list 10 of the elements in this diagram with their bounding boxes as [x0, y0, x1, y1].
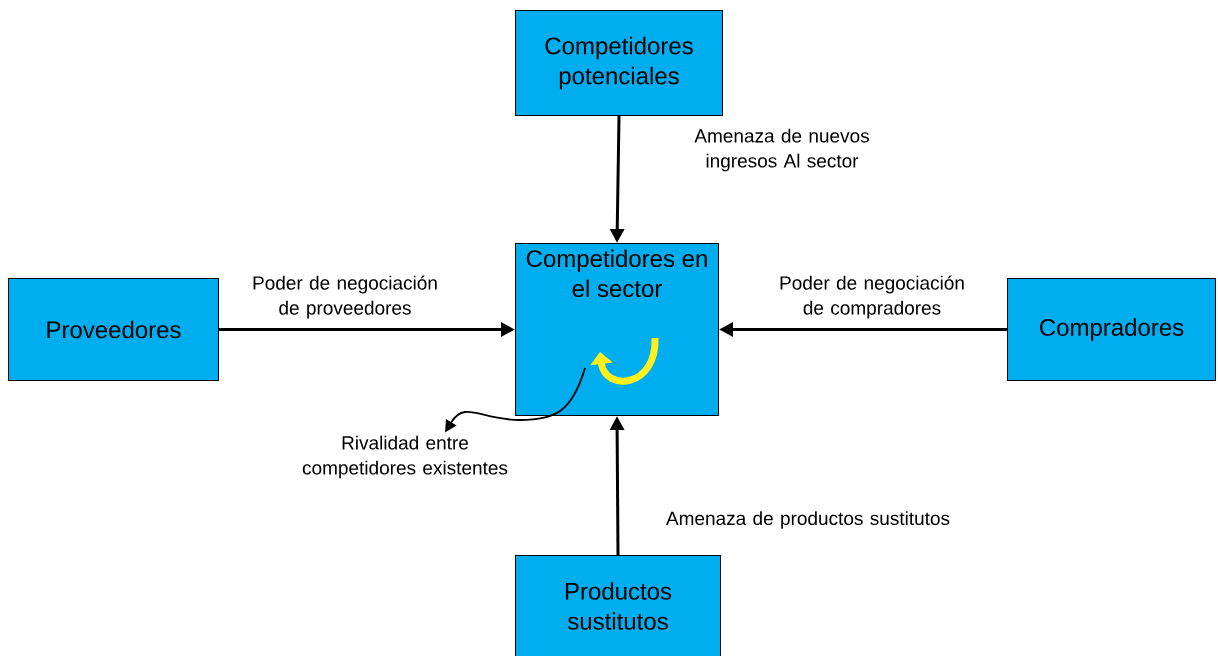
process-box: Compradores: [1007, 278, 1216, 381]
edge-label: Amenaza de nuevos ingresos Al sector: [694, 128, 869, 172]
process-box: Competidores potenciales: [515, 10, 723, 116]
edge-label: Amenaza de productos sustitutos: [666, 511, 950, 529]
process-box: Proveedores: [8, 278, 219, 381]
annotation-text: Rivalidad entre competidores existentes: [302, 435, 508, 479]
edge-label: Poder de negociación de proveedores: [253, 275, 437, 319]
edge-label: Poder de negociación de compradores: [780, 275, 964, 319]
process-box: Competidores en el sector: [515, 243, 719, 416]
process-box: Productos sustitutos: [515, 555, 721, 656]
